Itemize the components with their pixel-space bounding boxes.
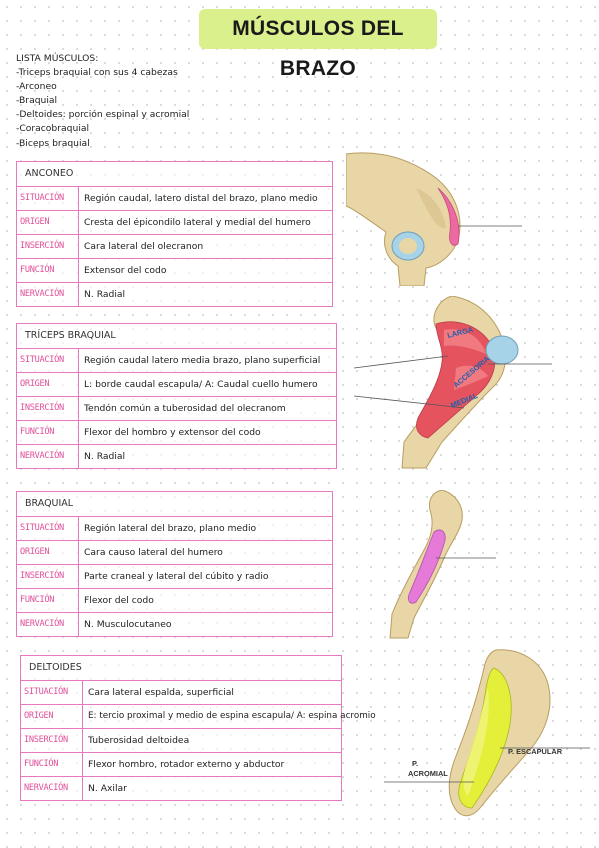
card-row: NERVACIÓN N. Musculocutaneo xyxy=(17,613,332,636)
row-label: NERVACIÓN xyxy=(17,283,79,306)
card-row: FUNCIÓN Flexor del hombro y extensor del … xyxy=(17,421,336,445)
row-value: Cara lateral del olecranon xyxy=(84,241,204,252)
row-value: Cresta del épicondilo lateral y medial d… xyxy=(84,217,311,228)
row-label: INSERCIÓN xyxy=(17,565,79,588)
row-value: Región lateral del brazo, plano medio xyxy=(84,523,257,534)
deltoides-card: DELTOIDES SITUACIÓN Cara lateral espalda,… xyxy=(20,655,376,801)
card-row: ORIGEN E: tercio proximal y medio de espi… xyxy=(21,705,376,729)
card-row: FUNCIÓN Extensor del codo xyxy=(17,259,332,283)
card-title: DELTOIDES xyxy=(21,656,341,681)
row-value: Flexor del hombro y extensor del codo xyxy=(84,427,261,438)
card-row: SITUACIÓN Región caudal, latero distal de… xyxy=(17,187,332,211)
card-row: SITUACIÓN Región caudal latero media braz… xyxy=(17,349,336,373)
braquial-card: BRAQUIAL SITUACIÓN Región lateral del bra… xyxy=(16,491,333,637)
row-value: N. Musculocutaneo xyxy=(84,619,172,630)
muscle-list: LISTA MÚSCULOS: -Triceps braquial con su… xyxy=(16,52,189,151)
muscle-list-item: -Arconeo xyxy=(16,81,57,93)
row-label: ORIGEN xyxy=(17,211,79,234)
row-value: Cara lateral espalda, superficial xyxy=(88,687,234,698)
muscle-list-item: -Braquial xyxy=(16,95,58,107)
muscle-list-item: -Triceps braquial con sus 4 cabezas xyxy=(16,67,178,79)
card-row: ORIGEN L: borde caudal escapula/ A: Cauda… xyxy=(17,373,336,397)
muscle-list-item: -Coracobraquial xyxy=(16,123,90,135)
row-label: ORIGEN xyxy=(17,373,79,396)
anconeo-illustration xyxy=(346,152,522,286)
row-label: INSERCIÓN xyxy=(21,729,83,752)
row-label: SITUACIÓN xyxy=(17,187,79,210)
row-label: ORIGEN xyxy=(21,705,83,728)
card-row: INSERCIÓN Parte craneal y lateral del cúb… xyxy=(17,565,332,589)
triceps-card: TRÍCEPS BRAQUIAL SITUACIÓN Región caudal … xyxy=(16,323,337,469)
row-label: FUNCIÓN xyxy=(17,259,79,282)
row-value: Tendón común a tuberosidad del olecranom xyxy=(84,403,286,414)
card-row: ORIGEN Cresta del épicondilo lateral y me… xyxy=(17,211,332,235)
card-title: TRÍCEPS BRAQUIAL xyxy=(17,324,336,349)
muscle-list-item: -Biceps braquial xyxy=(16,137,90,149)
row-label: SITUACIÓN xyxy=(17,349,79,372)
row-value: Tuberosidad deltoidea xyxy=(88,735,190,746)
card-row: NERVACIÓN N. Axilar xyxy=(21,777,341,800)
card-row: FUNCIÓN Flexor del codo xyxy=(17,589,332,613)
card-row: NERVACIÓN N. Radial xyxy=(17,283,332,306)
deltoid-label-escapular: P. ESCAPULAR xyxy=(508,747,563,756)
page-title: MÚSCULOS DEL BRAZO xyxy=(199,9,437,80)
row-label: SITUACIÓN xyxy=(21,681,83,704)
card-row: INSERCIÓN Tendón común a tuberosidad del … xyxy=(17,397,336,421)
card-row: NERVACIÓN N. Radial xyxy=(17,445,336,468)
card-row: FUNCIÓN Flexor hombro, rotador externo y … xyxy=(21,753,341,777)
row-label: NERVACIÓN xyxy=(21,777,83,800)
row-value: N. Axilar xyxy=(88,783,127,794)
triceps-illustration: LARGA ACCESORIA MEDIAL xyxy=(353,296,552,469)
row-label: INSERCIÓN xyxy=(17,397,79,420)
card-row: SITUACIÓN Cara lateral espalda, superfici… xyxy=(21,681,341,705)
row-value: E: tercio proximal y medio de espina esc… xyxy=(88,711,376,721)
card-row: ORIGEN Cara causo lateral del humero xyxy=(17,541,332,565)
row-label: INSERCIÓN xyxy=(17,235,79,258)
row-value: Extensor del codo xyxy=(84,265,167,276)
card-row: INSERCIÓN Tuberosidad deltoidea xyxy=(21,729,341,753)
deltoides-illustration: P. ESCAPULAR P. ACROMIAL xyxy=(384,649,590,817)
row-label: SITUACIÓN xyxy=(17,517,79,540)
deltoid-label-acromial-2: ACROMIAL xyxy=(408,769,448,778)
row-label: NERVACIÓN xyxy=(17,445,79,468)
anconeo-card: ANCONEO SITUACIÓN Región caudal, latero d… xyxy=(16,161,333,307)
row-value: L: borde caudal escapula/ A: Caudal cuel… xyxy=(84,379,318,390)
card-title: ANCONEO xyxy=(17,162,332,187)
row-value: Flexor hombro, rotador externo y abducto… xyxy=(88,759,285,770)
row-value: Región caudal latero media brazo, plano … xyxy=(84,355,321,366)
muscle-list-heading: LISTA MÚSCULOS: xyxy=(16,53,99,64)
braquial-illustration xyxy=(389,490,496,639)
card-title: BRAQUIAL xyxy=(17,492,332,517)
row-label: FUNCIÓN xyxy=(17,589,79,612)
row-label: FUNCIÓN xyxy=(21,753,83,776)
row-label: FUNCIÓN xyxy=(17,421,79,444)
deltoid-label-acromial-1: P. xyxy=(412,759,418,768)
row-value: Parte craneal y lateral del cúbito y rad… xyxy=(84,571,269,582)
row-value: Cara causo lateral del humero xyxy=(84,547,223,558)
card-row: SITUACIÓN Región lateral del brazo, plano… xyxy=(17,517,332,541)
card-row: INSERCIÓN Cara lateral del olecranon xyxy=(17,235,332,259)
muscle-list-item: -Deltoides: porción espinal y acromial xyxy=(16,109,190,121)
row-value: N. Radial xyxy=(84,289,126,300)
row-label: ORIGEN xyxy=(17,541,79,564)
row-value: Flexor del codo xyxy=(84,595,154,606)
row-value: N. Radial xyxy=(84,451,126,462)
row-value: Región caudal, latero distal del brazo, … xyxy=(84,193,318,204)
row-label: NERVACIÓN xyxy=(17,613,79,636)
